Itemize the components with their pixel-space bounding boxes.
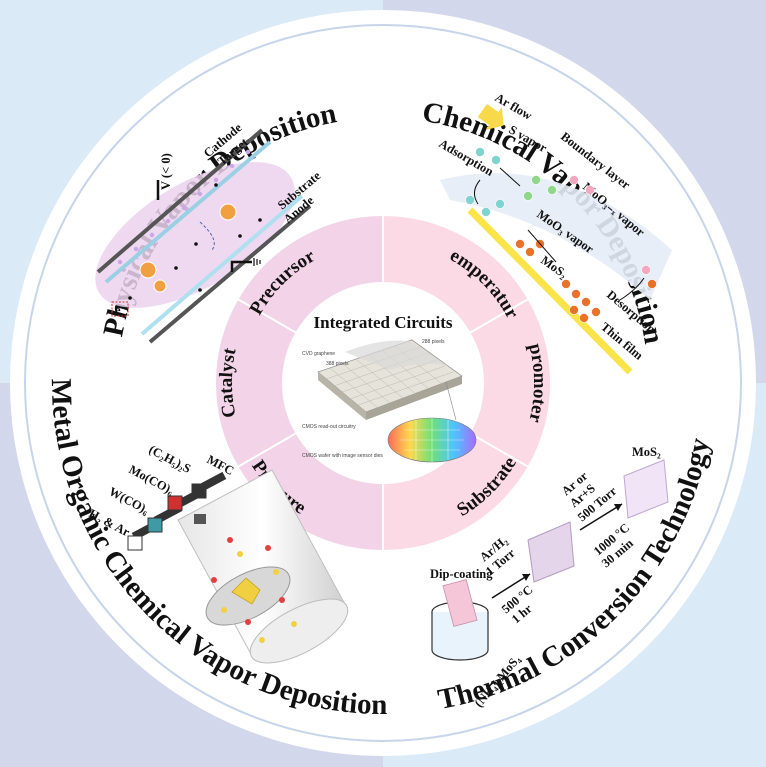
cvd-mos2-film (515, 239, 657, 323)
segment-catalyst (214, 297, 298, 469)
graphene-sheet (345, 340, 448, 370)
mocvd-red-molecules (211, 537, 285, 625)
cvd-s-atoms (465, 147, 505, 217)
pvd-target-plate (104, 140, 272, 284)
tct-beaker (431, 612, 489, 661)
mocvd-wco-source (147, 517, 163, 533)
label-voltage: V (< 0) (159, 153, 173, 190)
pvd-anode-plate (148, 204, 312, 344)
cvd-arflow-arrow (477, 103, 504, 131)
pvd-target-atoms (117, 149, 251, 265)
label-mos2-product: MoS₂ (632, 445, 661, 459)
mocvd-h2ar-source (127, 535, 143, 551)
center-ic-illustration: Integrated Circuits CVD gra (302, 313, 477, 463)
label-electron: e (115, 303, 121, 317)
inner-ring (214, 213, 552, 553)
pvd-ion-2 (139, 261, 157, 279)
label-pixels-y: 388 pixels (326, 361, 349, 367)
label-catalyst: Catalyst (216, 346, 241, 420)
mocvd-yellow-molecules (221, 551, 297, 643)
pvd-trajectory (199, 221, 215, 251)
label-pixels-x: 288 pixels (422, 339, 445, 345)
tct-dip-substrate (442, 579, 478, 627)
label-cvd-graphene: CVD graphene (302, 351, 335, 357)
tct-arrow-2-head (614, 504, 622, 511)
tct-panel: Dip-coating (NH₄)₂MoS₄ Ar/H₂ 1 Torr 500 … (430, 445, 669, 710)
outer-disc-rim (24, 24, 742, 742)
mocvd-mfc-box (194, 514, 206, 524)
tct-intermediate-film (527, 521, 575, 583)
tct-arrow-1 (491, 573, 531, 599)
pvd-ground-icon (253, 258, 261, 266)
cvd-moo3x-atoms (569, 175, 651, 275)
tct-mos2-film (623, 459, 669, 519)
mocvd-chamber-end (249, 598, 349, 664)
tct-arrow-1-head (522, 574, 530, 581)
pvd-substrate-plate (140, 194, 304, 336)
pvd-ion-3 (153, 279, 167, 293)
pvd-ion-1 (219, 203, 237, 221)
cvd-arrows (474, 167, 645, 301)
mocvd-c2h5s-source (191, 483, 207, 499)
label-dip-coating: Dip-coating (430, 567, 493, 581)
center-title: Integrated Circuits (314, 313, 453, 332)
wafer-dies (400, 418, 464, 462)
cvd-substrate-bar (467, 207, 633, 375)
cvd-moo3-atoms (523, 175, 557, 201)
mocvd-sample (231, 577, 261, 605)
label-wafer: CMOS wafer with image sensor dies (302, 453, 383, 459)
tct-arrow-2 (579, 503, 623, 531)
pvd-electron-legend-box (111, 301, 129, 317)
mocvd-moco-source (167, 495, 183, 511)
label-readout: CMOS read-out circuitry (302, 424, 356, 430)
chip-side-left (318, 372, 366, 420)
zoom-line (445, 381, 457, 421)
pvd-electrons (128, 183, 262, 300)
pvd-cathode-plate (96, 128, 264, 274)
chip-side-right (366, 376, 462, 420)
pvd-ground-lead (230, 260, 252, 272)
